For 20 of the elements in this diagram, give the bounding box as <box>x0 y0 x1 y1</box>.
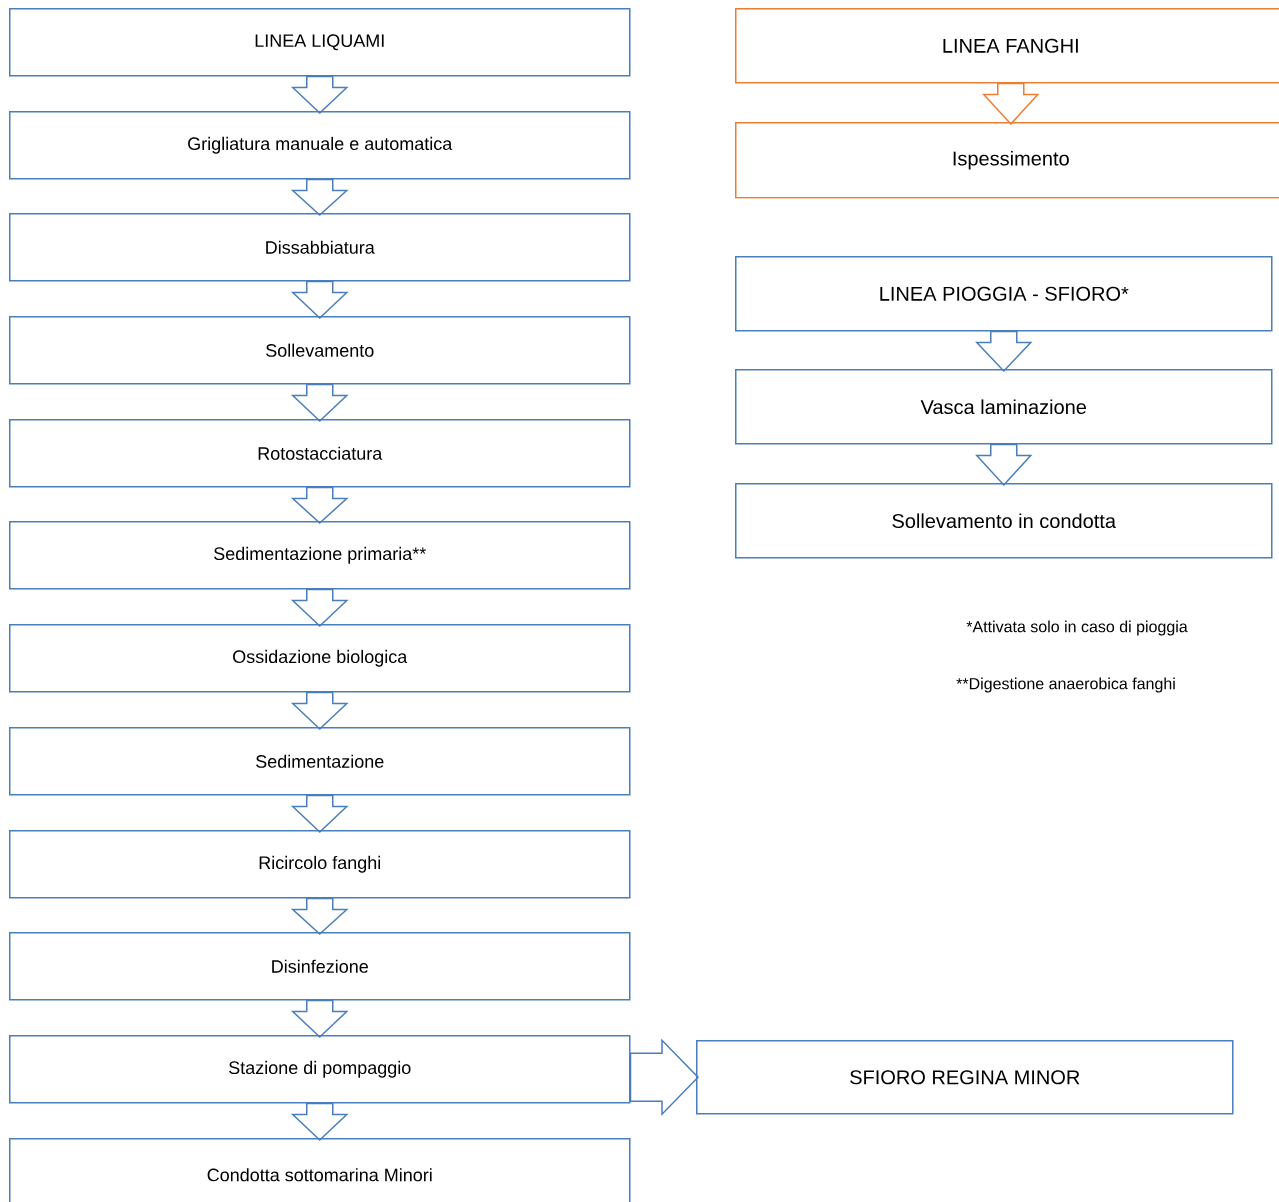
process-box: LINEA PIOGGIA - SFIORO* <box>735 256 1273 332</box>
process-box: Disinfezione <box>9 932 631 1001</box>
footnote: *Attivata solo in caso di pioggia <box>966 620 1188 636</box>
process-box: LINEA LIQUAMI <box>9 8 631 77</box>
process-box: Stazione di pompaggio <box>9 1035 631 1104</box>
process-box: Sedimentazione <box>9 727 631 796</box>
process-box: Dissabbiatura <box>9 213 631 282</box>
process-box: Rotostacciatura <box>9 419 631 488</box>
process-box: SFIORO REGINA MINOR <box>696 1040 1234 1115</box>
process-box: Sollevamento in condotta <box>735 483 1273 559</box>
process-box: Sedimentazione primaria** <box>9 521 631 590</box>
process-box: Ossidazione biologica <box>9 624 631 693</box>
footnote: **Digestione anaerobica fanghi <box>956 677 1175 693</box>
process-box: Grigliatura manuale e automatica <box>9 111 631 180</box>
process-box: Ispessimento <box>735 122 1279 199</box>
process-box: LINEA FANGHI <box>735 8 1279 84</box>
process-box: Vasca laminazione <box>735 369 1273 445</box>
process-box: Condotta sottomarina Minori <box>9 1138 631 1202</box>
process-box: Sollevamento <box>9 316 631 385</box>
process-box: Ricircolo fanghi <box>9 830 631 899</box>
